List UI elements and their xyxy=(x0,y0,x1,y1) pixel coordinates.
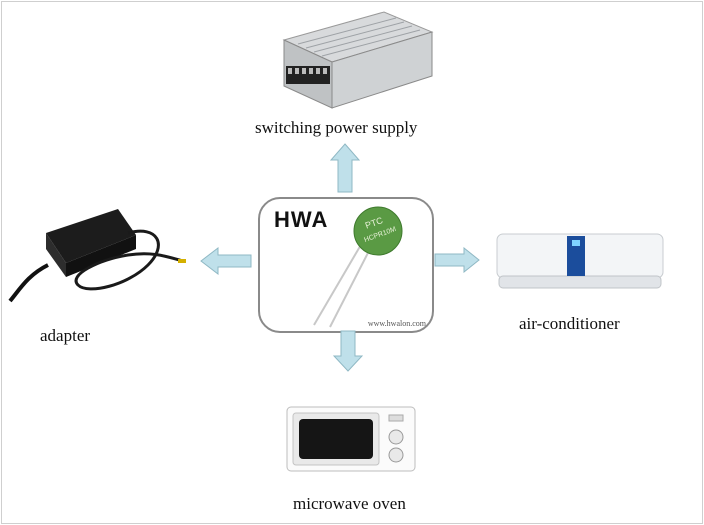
air-conditioner-image xyxy=(496,233,664,289)
arrow-up-icon xyxy=(330,143,360,193)
ptc-thermistor-image: PTC HCPR10M xyxy=(313,206,403,328)
website-url: www.hwalon.com xyxy=(367,319,426,328)
microwave-oven-image xyxy=(286,406,416,472)
label-air-conditioner: air-conditioner xyxy=(519,314,620,333)
arrow-down-icon xyxy=(333,330,363,372)
adapter-image xyxy=(8,209,186,303)
arrow-left-icon xyxy=(200,247,252,275)
hwa-logo: HWA xyxy=(274,207,329,232)
label-microwave-oven: microwave oven xyxy=(293,494,406,513)
label-adapter: adapter xyxy=(40,326,91,345)
ptc-thermistor-card: HWA PTC HCPR10M www.hwalon.com xyxy=(258,197,434,333)
label-switching-power-supply: switching power supply xyxy=(255,118,418,137)
switching-power-supply-image xyxy=(282,11,434,109)
arrow-right-icon xyxy=(434,247,480,273)
